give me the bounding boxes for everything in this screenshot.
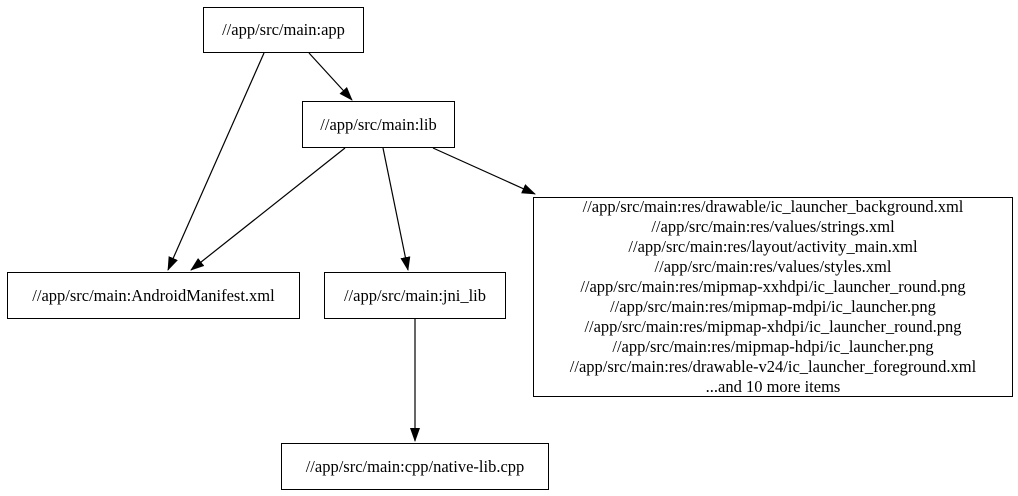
graph-node-android-manifest: //app/src/main:AndroidManifest.xml [7,272,300,319]
node-label-line: //app/src/main:res/layout/activity_main.… [628,237,918,256]
graph-node-lib: //app/src/main:lib [302,101,455,148]
node-label-line: //app/src/main:res/values/styles.xml [654,257,892,276]
node-label-line: //app/src/main:res/mipmap-xhdpi/ic_launc… [584,317,962,336]
node-label-line: //app/src/main:res/drawable-v24/ic_launc… [569,357,977,376]
node-label-line: //app/src/main:cpp/native-lib.cpp [305,456,525,476]
node-label-line: //app/src/main:jni_lib [343,285,487,305]
edge-lib-to-res-group [432,147,536,195]
node-label-line: //app/src/main:res/mipmap-hdpi/ic_launch… [612,337,934,356]
edge-app-to-lib [308,52,353,101]
graph-node-jni-lib: //app/src/main:jni_lib [324,272,506,319]
node-label-line: //app/src/main:res/drawable/ic_launcher_… [582,197,964,216]
node-label-line: //app/src/main:res/mipmap-mdpi/ic_launch… [610,297,936,316]
node-label-line: //app/src/main:res/mipmap-xxhdpi/ic_laun… [580,277,966,296]
graph-node-res-group: //app/src/main:res/drawable/ic_launcher_… [533,197,1013,397]
edge-group [167,52,536,442]
node-label-line: //app/src/main:app [222,20,345,39]
edge-app-to-android-manifest [167,52,265,271]
node-label-line: //app/src/main:lib [320,114,437,134]
node-label-line: //app/src/main:AndroidManifest.xml [32,285,275,305]
edge-lib-to-android-manifest [190,147,346,271]
graph-node-native-lib-cpp: //app/src/main:cpp/native-lib.cpp [281,443,549,490]
edge-lib-to-jni-lib [382,147,411,271]
node-label-line: //app/src/main:res/values/strings.xml [651,217,895,236]
node-label-line: ...and 10 more items [705,377,841,396]
graph-node-app: //app/src/main:app [203,7,364,53]
